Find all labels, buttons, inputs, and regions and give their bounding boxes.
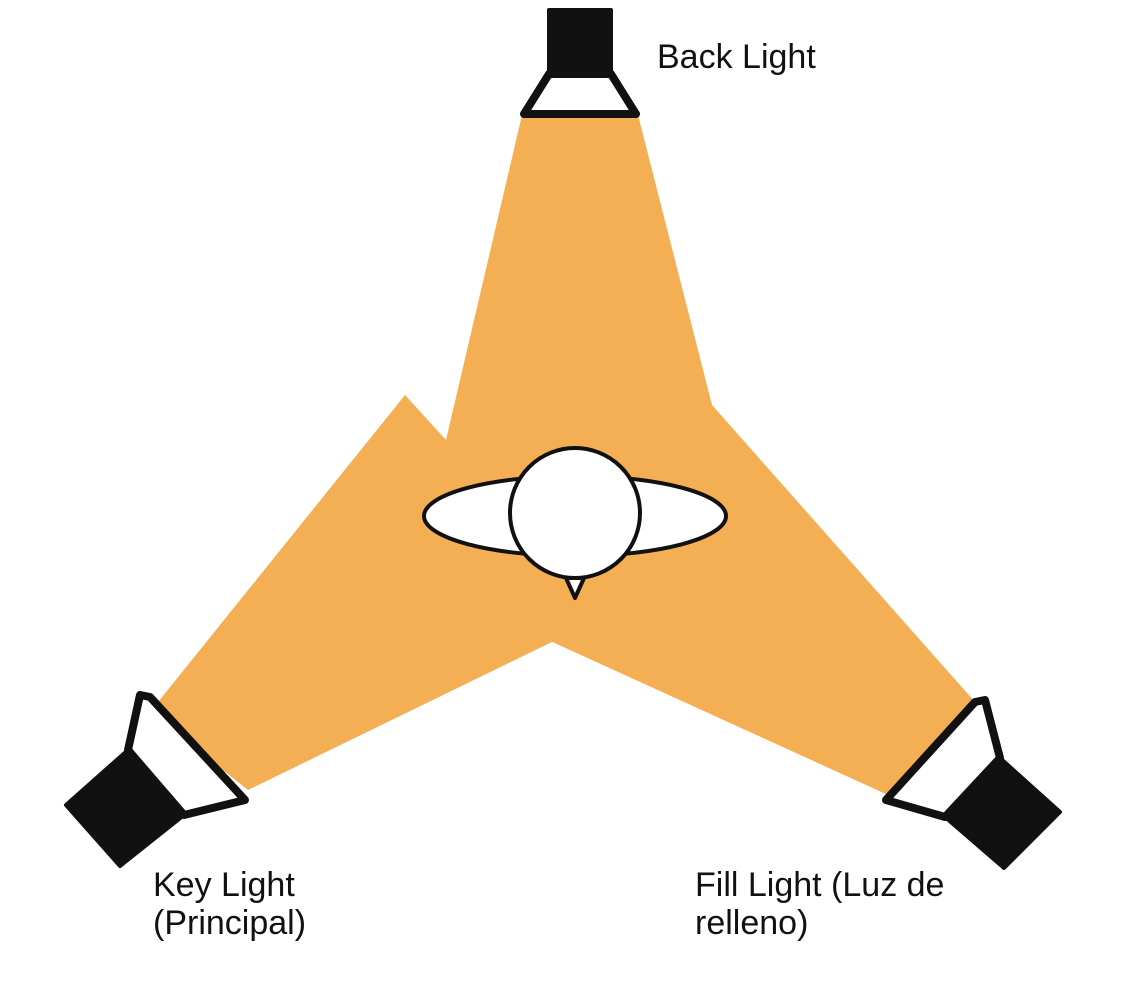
- key-light-label: Key Light (Principal): [153, 866, 306, 942]
- fill-light-label: Fill Light (Luz de relleno): [695, 866, 944, 942]
- key-light-fixture: [64, 691, 249, 868]
- key-light-label-line2: (Principal): [153, 904, 307, 942]
- back-light-fixture: [520, 8, 640, 118]
- fill-light-label-line2: relleno): [695, 904, 809, 942]
- fill-light-lens: [882, 696, 1004, 821]
- key-light-label-line1: Key Light: [153, 866, 295, 904]
- back-light-lens: [520, 70, 640, 118]
- key-light-lens: [124, 691, 249, 819]
- back-light-label-line1: Back Light: [657, 38, 816, 76]
- back-light-label: Back Light: [657, 38, 816, 76]
- subject-head: [508, 446, 642, 580]
- subject: [422, 446, 728, 600]
- fill-light-fixture: [882, 696, 1062, 870]
- fill-light-label-line1: Fill Light (Luz de: [695, 866, 945, 904]
